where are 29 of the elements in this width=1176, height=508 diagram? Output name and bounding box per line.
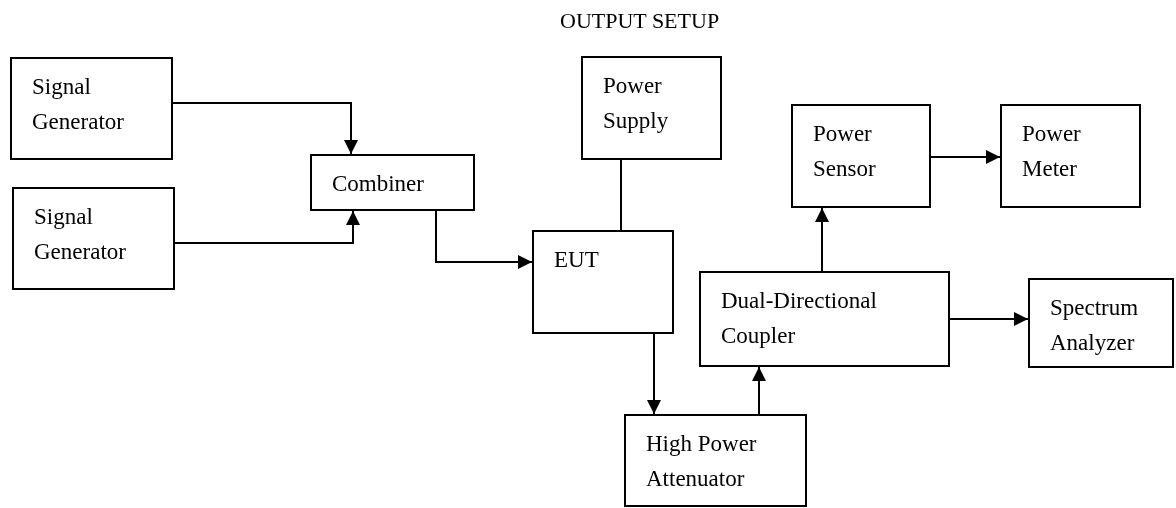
block-label: Power Meter [1022, 120, 1082, 183]
block-box [791, 104, 931, 208]
arrow [949, 312, 1029, 326]
arrow [930, 150, 1001, 164]
block-box [12, 187, 175, 290]
block-label: High Power Attenuator [646, 430, 758, 493]
arrow [435, 210, 533, 269]
block-box [1000, 104, 1141, 208]
block-box [699, 271, 950, 367]
block-label: Signal Generator [34, 203, 127, 266]
arrow [752, 366, 766, 415]
block-label: Signal Generator [32, 73, 125, 136]
arrow [815, 207, 829, 272]
block-box [1028, 278, 1174, 368]
block-label: Spectrum Analyzer [1050, 294, 1140, 357]
arrow [172, 102, 358, 155]
block-label: EUT [554, 246, 600, 274]
block-box [310, 154, 475, 211]
block-box [532, 230, 674, 334]
block-label: Power Sensor [813, 120, 877, 183]
block-label: Combiner [332, 170, 425, 198]
block-label: Power Supply [603, 72, 670, 135]
block-box [624, 414, 807, 507]
block-box [581, 56, 722, 160]
arrow [647, 333, 661, 415]
arrow [174, 210, 360, 244]
diagram-title: OUTPUT SETUP [560, 8, 720, 34]
block-box [10, 57, 173, 160]
block-label: Dual-Directional Coupler [721, 287, 878, 350]
